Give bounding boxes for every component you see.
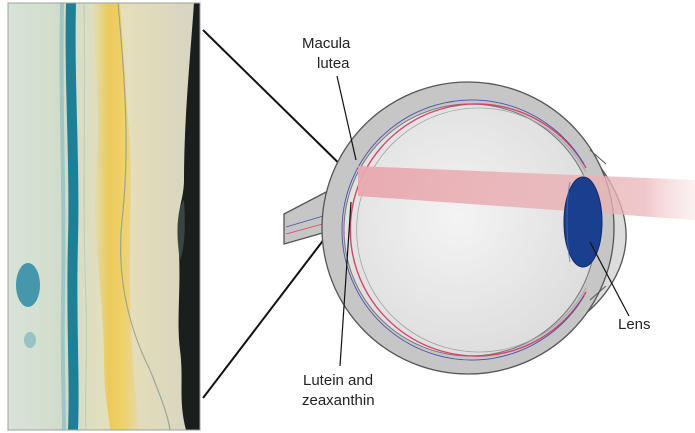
lutein-label-line1: Lutein and xyxy=(303,372,373,389)
zoom-line-top xyxy=(203,30,358,182)
lens-label: Lens xyxy=(618,316,651,333)
macula-label-line1: Macula xyxy=(302,35,351,52)
macula-label-line2: lutea xyxy=(317,55,350,72)
retina-micrograph xyxy=(8,3,200,430)
vitreous-interior xyxy=(344,104,596,356)
blue-stain-blob-small xyxy=(24,332,36,348)
blue-stain-blob xyxy=(16,263,40,307)
lutein-label-line2: zeaxanthin xyxy=(302,392,375,409)
